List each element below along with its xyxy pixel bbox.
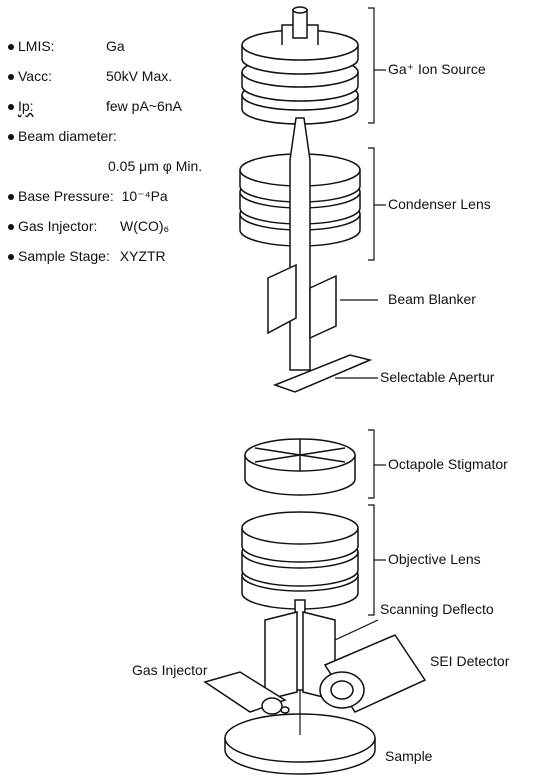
scanning-deflector-left [265,612,297,700]
label-beam-blanker: Beam Blanker [388,291,476,307]
bracket-ion-source [368,8,374,123]
label-objective-lens: Objective Lens [388,551,481,567]
bracket-condenser [368,148,374,260]
label-sei-detector: SEI Detector [430,653,509,669]
label-gas-injector: Gas Injector [132,662,207,678]
leader-deflector [335,620,378,640]
label-selectable-aperture: Selectable Apertur [380,369,494,385]
ion-source-stack [242,7,358,124]
label-sample: Sample [385,748,432,764]
beam-blanker-plate-right [310,276,336,338]
bracket-stigmator [368,430,374,498]
octapole-stigmator [245,439,355,495]
bracket-objective [368,505,374,615]
label-octapole-stigmator: Octapole Stigmator [388,456,508,472]
label-condenser-lens: Condenser Lens [388,196,491,212]
label-scanning-deflector: Scanning Deflecto [380,601,494,617]
objective-lens-stack [242,512,358,609]
beam-tube-upper [290,118,310,370]
label-ion-source: Ga⁺ Ion Source [388,61,486,78]
